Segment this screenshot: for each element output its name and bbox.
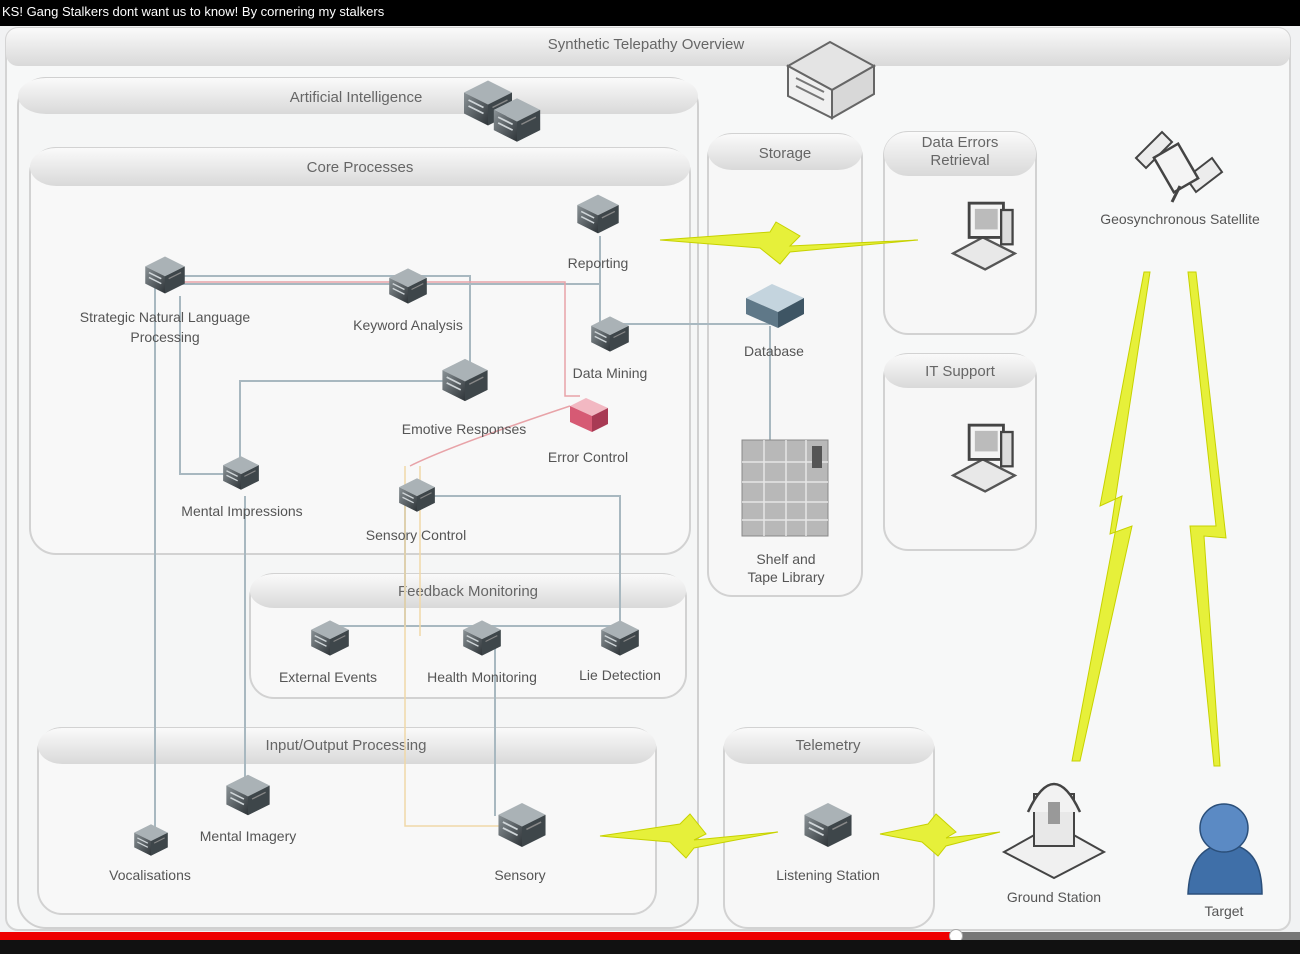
diagram-title: Synthetic Telepathy Overview [548,36,745,53]
database-icon [746,284,804,328]
label-database: Database [744,343,804,359]
satellite-icon [1134,130,1224,203]
label-health: Health Monitoring [427,669,537,685]
ded-group-title-1: Data Errors [922,134,999,151]
label-sensory-control: Sensory Control [366,527,466,543]
storage-group-title: Storage [759,145,812,162]
label-data-mining: Data Mining [573,365,648,381]
ai-group-title: Artificial Intelligence [290,89,423,106]
target-person-icon [1187,803,1263,895]
label-mental-imagery: Mental Imagery [200,828,296,844]
label-snlp-2: Processing [130,329,199,345]
label-listening: Listening Station [776,867,880,883]
player-controls [0,940,1300,954]
progress-bar[interactable] [0,929,1300,943]
video-frame[interactable]: Synthetic Telepathy Overview Artificial … [0,26,1300,932]
label-external-events: External Events [279,669,377,685]
label-tape-1: Shelf and [756,551,815,567]
label-target: Target [1205,903,1244,919]
telepathy-diagram: Synthetic Telepathy Overview Artificial … [5,27,1291,931]
io-group-title: Input/Output Processing [266,737,427,754]
label-lie: Lie Detection [579,667,661,683]
it-group-title: IT Support [925,363,996,380]
label-vocalisations: Vocalisations [109,867,191,883]
label-sensory: Sensory [494,867,545,883]
telemetry-group-title: Telemetry [795,737,861,754]
label-ground: Ground Station [1007,889,1101,905]
feedback-group-title: Feedback Monitoring [398,583,538,600]
video-title[interactable]: KS! Gang Stalkers dont want us to know! … [0,0,1300,26]
label-emotive: Emotive Responses [402,421,527,437]
label-mental-impressions: Mental Impressions [181,503,302,519]
error-control-icon [570,398,608,432]
label-error-control: Error Control [548,449,628,465]
label-satellite: Geosynchronous Satellite [1100,211,1260,227]
label-reporting: Reporting [568,255,629,271]
mainframe-icon [785,40,877,120]
tape-library-icon [741,439,829,537]
ground-station-icon [1001,782,1107,880]
label-keyword: Keyword Analysis [353,317,463,333]
core-group-title: Core Processes [307,159,414,176]
label-tape-2: Tape Library [747,569,824,585]
progress-played [0,932,956,940]
label-snlp-1: Strategic Natural Language [80,309,251,325]
ded-group-title-2: Retrieval [930,152,989,169]
